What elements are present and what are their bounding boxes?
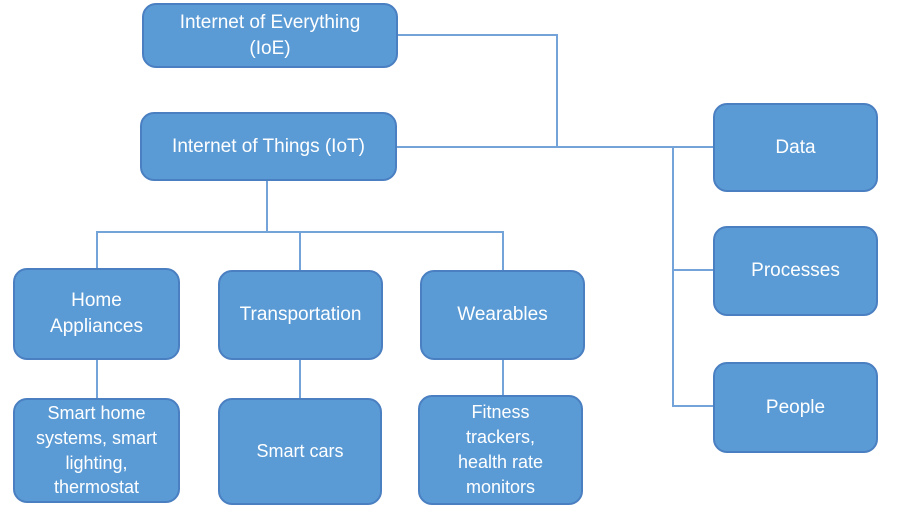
connector-stub-processes — [672, 269, 713, 271]
connector-drop-transportation — [299, 231, 301, 271]
node-processes: Processes — [713, 226, 878, 316]
connector-home-to-smart-home — [96, 359, 98, 399]
node-fitness-trackers: Fitness trackers, health rate monitors — [418, 395, 583, 505]
node-internet-of-everything: Internet of Everything (IoE) — [142, 3, 398, 68]
node-internet-of-things: Internet of Things (IoT) — [140, 112, 397, 181]
node-data: Data — [713, 103, 878, 192]
node-home-appliances: Home Appliances — [13, 268, 180, 360]
node-wearables: Wearables — [420, 270, 585, 360]
connector-transport-to-smart-cars — [299, 359, 301, 399]
node-smart-home-examples: Smart home systems, smart lighting, ther… — [13, 398, 180, 503]
connector-ioe-right — [397, 34, 558, 36]
connector-iot-bottom — [266, 179, 268, 233]
connector-drop-wearables — [502, 231, 504, 271]
connector-wearables-to-fitness — [502, 359, 504, 396]
node-people: People — [713, 362, 878, 453]
connector-right-trunk — [672, 146, 674, 407]
connector-drop-home-appliances — [96, 231, 98, 269]
connector-iot-to-data — [397, 146, 713, 148]
connector-ioe-down-to-trunk — [556, 34, 558, 148]
node-smart-cars: Smart cars — [218, 398, 382, 505]
connector-stub-people — [672, 405, 713, 407]
node-transportation: Transportation — [218, 270, 383, 360]
